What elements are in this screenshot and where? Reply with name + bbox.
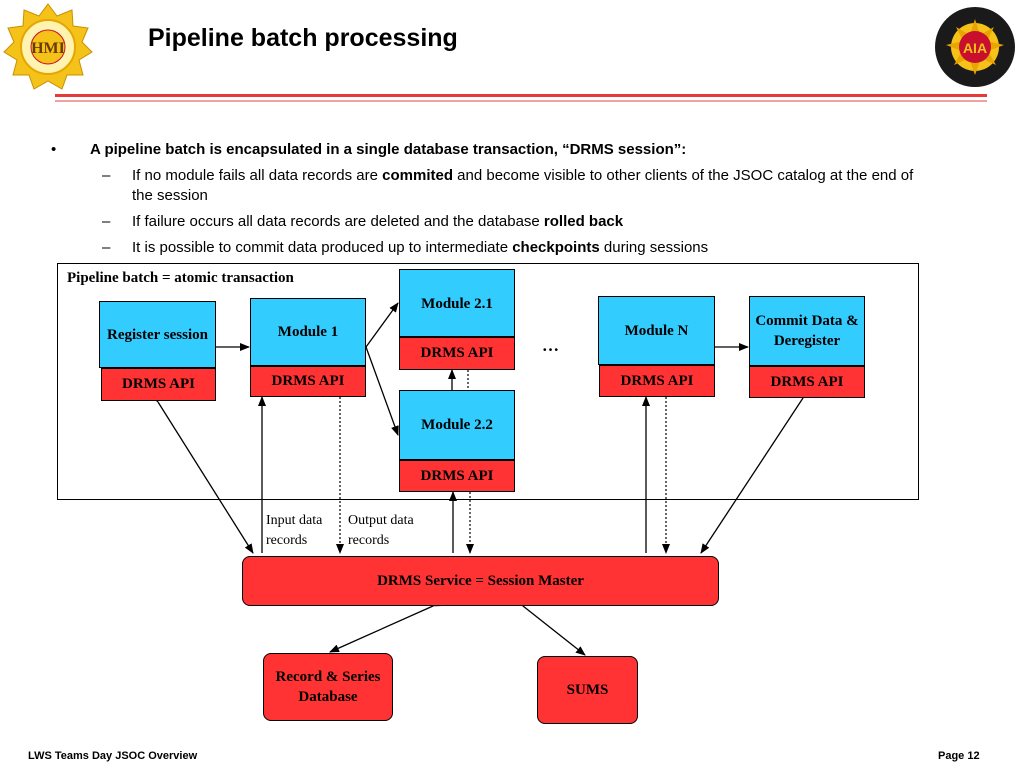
title-divider [55,94,987,97]
commit-deregister-module: Commit Data & Deregister [749,296,865,366]
more-modules-ellipsis: … [542,336,559,355]
module-n: Module N [598,296,715,365]
bullet-marker: • [51,141,57,158]
bullet-list: • A pipeline batch is encapsulated in a … [46,140,946,264]
transaction-frame [57,263,919,500]
title-divider-shadow [55,100,987,102]
hmi-logo-icon: HMI [3,3,93,90]
drms-service-session-master: DRMS Service = Session Master [242,556,719,606]
module-2-2: Module 2.2 [399,390,515,460]
sub-bullet-rollback: – If failure occurs all data records are… [102,213,624,230]
sub-bullet-commit: – If no module fails all data records ar… [102,167,914,204]
output-data-records-note: Output data records [348,513,414,548]
input-data-records-note: Input data records [266,513,323,548]
module-2-1: Module 2.1 [399,269,515,337]
dash-marker: – [102,213,111,230]
module-2-1-drms-api: DRMS API [399,337,515,370]
bullet-main: • A pipeline batch is encapsulated in a … [51,141,687,158]
module-1-drms-api: DRMS API [250,366,366,397]
sub-bullet-checkpoints: – It is possible to commit data produced… [102,239,709,256]
module-2-2-drms-api: DRMS API [399,460,515,492]
frame-label: Pipeline batch = atomic transaction [67,270,294,286]
register-drms-api: DRMS API [101,368,216,401]
module-n-drms-api: DRMS API [599,365,715,397]
dash-marker: – [102,239,111,256]
record-series-database: Record & Series Database [263,653,393,721]
commit-drms-api: DRMS API [749,366,865,398]
footer-left: LWS Teams Day JSOC Overview [28,750,198,762]
dash-marker: – [102,167,111,184]
sums-storage: SUMS [537,656,638,724]
svg-text:AIA: AIA [963,40,987,56]
module-1: Module 1 [250,298,366,366]
svg-text:HMI: HMI [31,40,65,57]
aia-logo-icon: AIA [935,7,1015,87]
page-title: Pipeline batch processing [148,24,458,52]
register-session-module: Register session [99,301,216,368]
footer-page-number: Page 12 [938,750,980,762]
